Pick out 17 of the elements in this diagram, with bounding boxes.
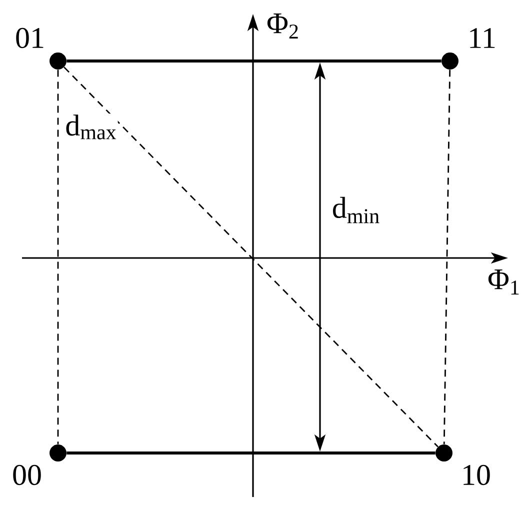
axis-label: Φ$_{2}$	[266, 12, 300, 40]
constellation-point	[50, 52, 66, 70]
connecting-line	[66, 451, 436, 454]
axis-label: Φ$_{1}$	[486, 268, 522, 296]
edge-label: d$_{max}$	[64, 114, 118, 140]
constellation-point	[50, 444, 66, 462]
dashed-line	[57, 70, 59, 444]
dashed-line	[64, 66, 438, 448]
point-label: 01	[16, 28, 44, 48]
point-label: 00	[13, 464, 41, 486]
dimension-label: d$_{min}$	[330, 196, 382, 224]
point-label: 10	[464, 464, 490, 486]
dashed-line	[443, 70, 451, 444]
connecting-line	[66, 60, 442, 62]
point-label: 11	[470, 28, 495, 48]
constellation-point	[436, 444, 452, 462]
constellation-point	[442, 52, 458, 70]
